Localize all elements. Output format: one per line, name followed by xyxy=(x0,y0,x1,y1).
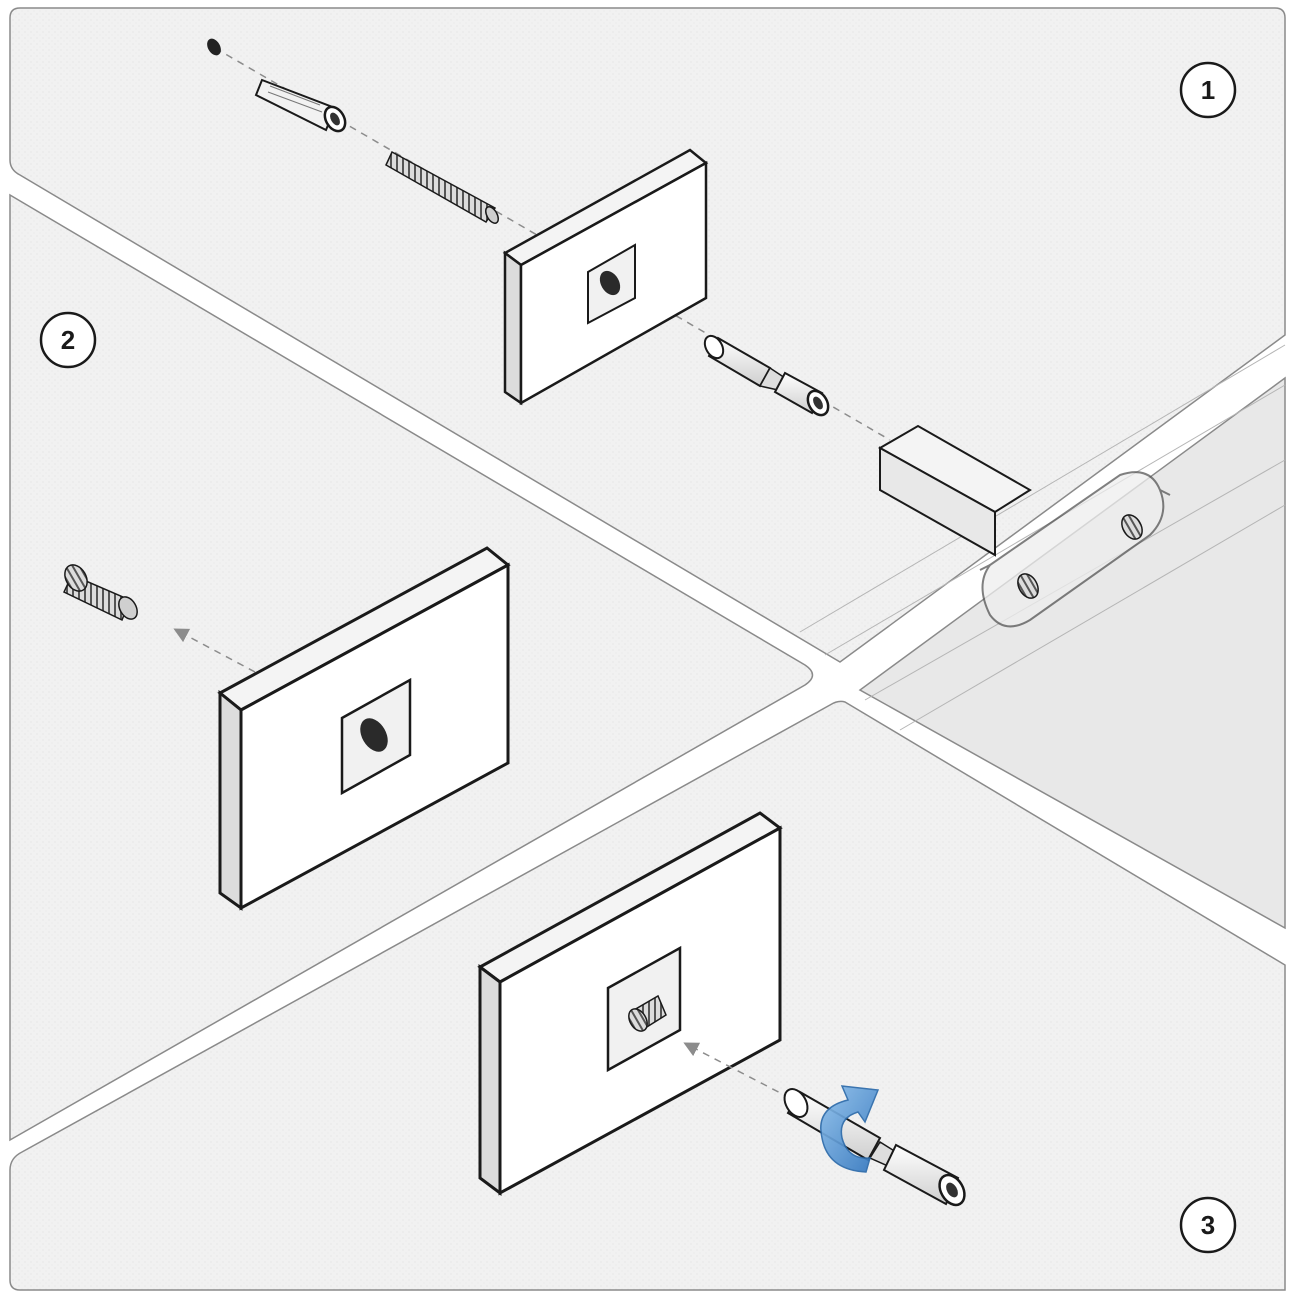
step-number-2: 2 xyxy=(61,325,75,355)
step2-direction-arrow xyxy=(173,628,256,673)
step-badge-1: 1 xyxy=(1179,61,1237,119)
step-badge-2: 2 xyxy=(39,311,97,369)
wall-plug-icon xyxy=(254,78,347,133)
step-badge-3: 3 xyxy=(1179,1196,1237,1254)
wall-hole-icon xyxy=(207,38,221,56)
bracket-stud-2 xyxy=(1121,514,1143,540)
wall-plate-step3 xyxy=(477,811,783,1196)
installed-screw-icon xyxy=(628,994,667,1032)
wall-plate-step1 xyxy=(502,148,709,406)
connector-rod-step3-icon xyxy=(783,1088,966,1207)
bracket-stud-1 xyxy=(1017,573,1039,599)
step3-direction-arrow xyxy=(683,1042,791,1099)
connector-rod-icon xyxy=(703,334,830,417)
removed-screw-icon xyxy=(63,564,138,622)
wall-plate-step2 xyxy=(217,546,511,911)
shelf-bracket-icon xyxy=(877,424,1171,628)
dowel-screw-icon xyxy=(385,150,499,224)
rotation-arrow-icon xyxy=(820,1085,880,1173)
step-number-3: 3 xyxy=(1201,1210,1215,1240)
step-number-1: 1 xyxy=(1201,75,1215,105)
